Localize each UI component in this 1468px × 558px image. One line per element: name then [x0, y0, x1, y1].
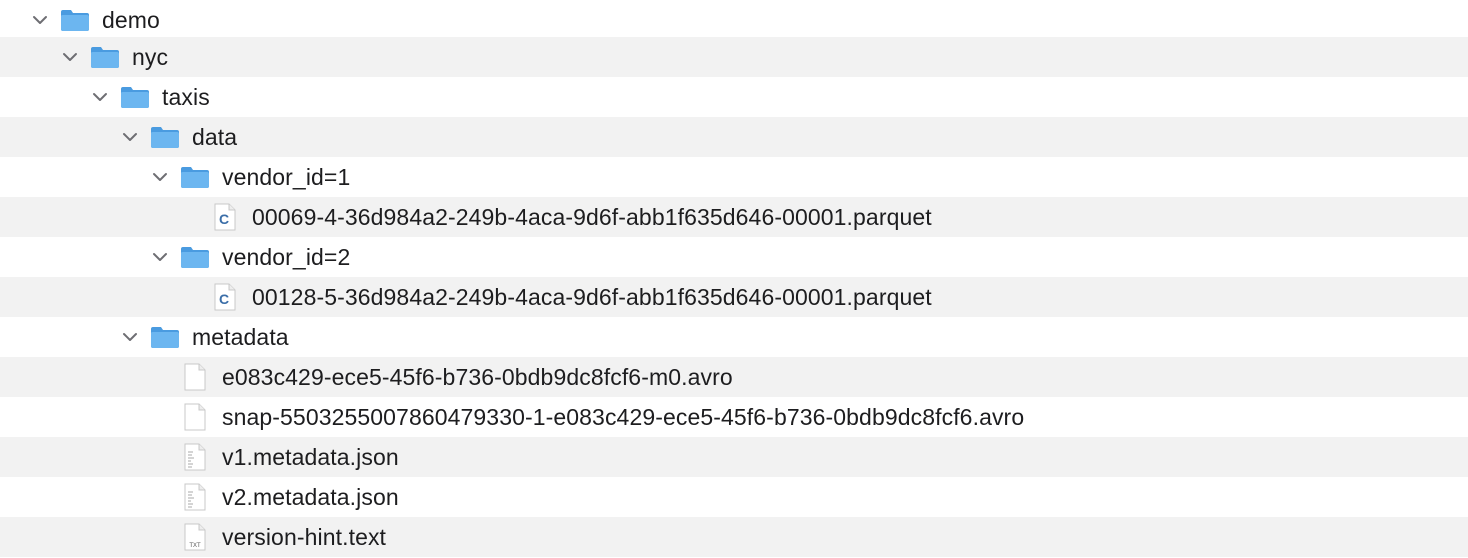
folder-icon [150, 324, 180, 350]
c-file-glyph: C [219, 291, 229, 307]
tree-row-label: nyc [132, 43, 169, 70]
tree-row-taxis[interactable]: taxis [0, 77, 1468, 117]
folder-icon [180, 164, 210, 190]
tree-row-vendor-id-1[interactable]: vendor_id=1 [0, 157, 1468, 197]
tree-row-label: taxis [162, 83, 210, 110]
chevron-down-icon[interactable] [120, 127, 140, 147]
folder-icon [120, 84, 150, 110]
chevron-down-icon[interactable] [60, 47, 80, 67]
tree-row-parquet-file-2[interactable]: C 00128-5-36d984a2-249b-4aca-9d6f-abb1f6… [0, 277, 1468, 317]
tree-row-label: vendor_id=2 [222, 243, 351, 270]
tree-row-label: version-hint.text [222, 523, 387, 550]
tree-row-label: demo [102, 6, 160, 33]
tree-row-label: 00128-5-36d984a2-249b-4aca-9d6f-abb1f635… [252, 283, 932, 310]
tree-row-label: vendor_id=1 [222, 163, 351, 190]
c-source-file-icon: C [210, 283, 240, 311]
tree-row-nyc[interactable]: nyc [0, 37, 1468, 77]
text-document-icon [180, 443, 210, 471]
chevron-down-icon[interactable] [120, 327, 140, 347]
tree-row-label: v1.metadata.json [222, 443, 399, 470]
tree-row-label: e083c429-ece5-45f6-b736-0bdb9dc8fcf6-m0.… [222, 363, 733, 390]
text-document-icon [180, 483, 210, 511]
tree-row-label: data [192, 123, 238, 150]
tree-row-parquet-file-1[interactable]: C 00069-4-36d984a2-249b-4aca-9d6f-abb1f6… [0, 197, 1468, 237]
txt-file-glyph: TXT [189, 543, 201, 549]
tree-row-label: 00069-4-36d984a2-249b-4aca-9d6f-abb1f635… [252, 203, 932, 230]
tree-row-vendor-id-2[interactable]: vendor_id=2 [0, 237, 1468, 277]
chevron-down-icon[interactable] [150, 167, 170, 187]
tree-row-label: metadata [192, 323, 289, 350]
tree-row-snap-avro[interactable]: snap-5503255007860479330-1-e083c429-ece5… [0, 397, 1468, 437]
folder-icon [150, 124, 180, 150]
tree-row-version-hint[interactable]: TXT version-hint.text [0, 517, 1468, 557]
c-source-file-icon: C [210, 203, 240, 231]
folder-icon [90, 44, 120, 70]
blank-file-icon [180, 403, 210, 431]
tree-row-data[interactable]: data [0, 117, 1468, 157]
chevron-down-icon[interactable] [30, 10, 50, 30]
c-file-glyph: C [219, 211, 229, 227]
tree-row-label: v2.metadata.json [222, 483, 399, 510]
tree-row-demo[interactable]: demo [0, 0, 1468, 40]
tree-row-label: snap-5503255007860479330-1-e083c429-ece5… [222, 403, 1025, 430]
folder-icon [180, 244, 210, 270]
txt-file-icon: TXT [180, 523, 210, 551]
chevron-down-icon[interactable] [150, 247, 170, 267]
tree-row-v1-metadata[interactable]: v1.metadata.json [0, 437, 1468, 477]
tree-row-metadata[interactable]: metadata [0, 317, 1468, 357]
blank-file-icon [180, 363, 210, 391]
chevron-down-icon[interactable] [90, 87, 110, 107]
tree-row-avro-manifest[interactable]: e083c429-ece5-45f6-b736-0bdb9dc8fcf6-m0.… [0, 357, 1468, 397]
tree-row-v2-metadata[interactable]: v2.metadata.json [0, 477, 1468, 517]
folder-icon [60, 7, 90, 33]
